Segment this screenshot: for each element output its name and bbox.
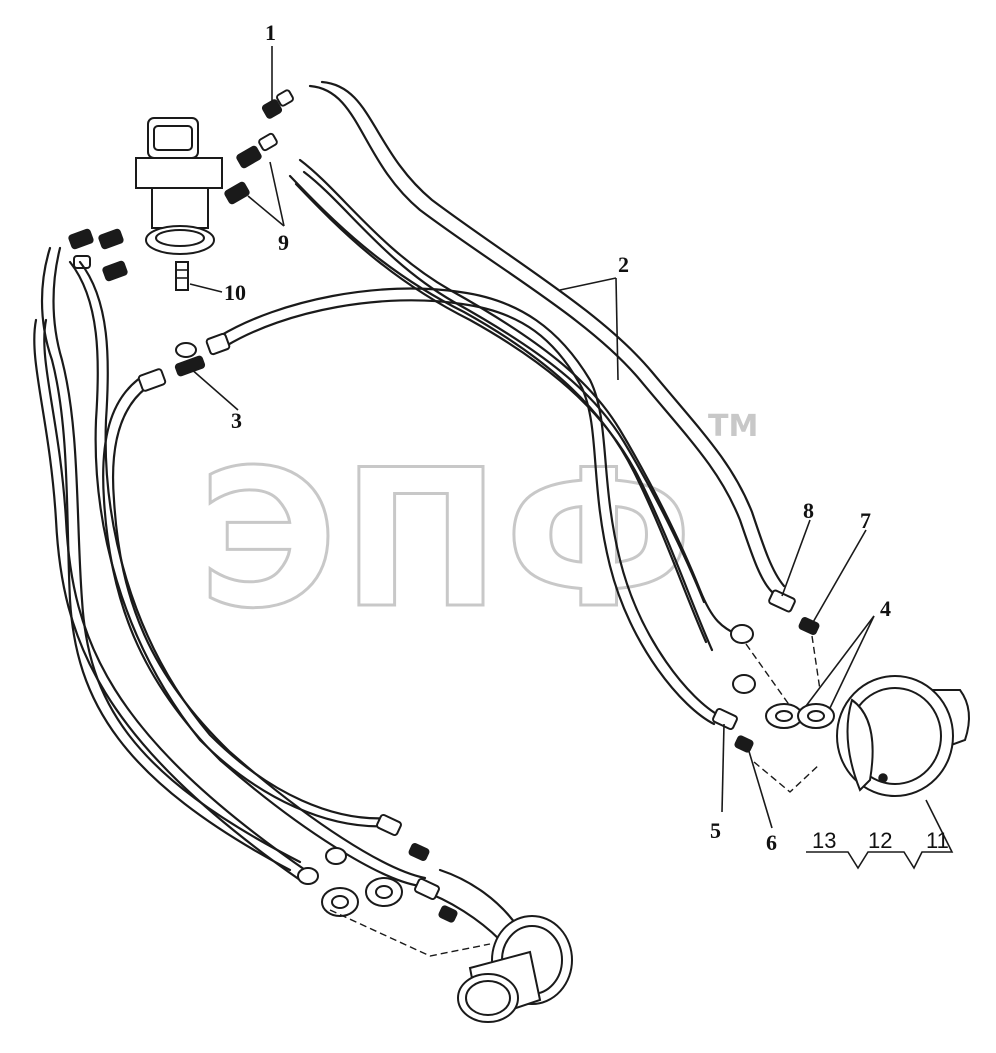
- upper-hose-routing: [218, 80, 786, 726]
- watermark-trademark: TM: [708, 409, 758, 444]
- rotary-joint: [135, 117, 223, 291]
- callout-1: 1: [265, 20, 276, 45]
- callout-9: 9: [278, 230, 289, 255]
- right-fittings: [712, 589, 835, 753]
- watermark: ЭПФ TM: [197, 409, 759, 652]
- tee-fitting: [137, 332, 231, 392]
- callout-labels: 1 2 3 4 5 6 7 8 9 10 11 12 13: [224, 20, 949, 855]
- callout-12: 12: [868, 828, 892, 853]
- callout-13: 13: [812, 828, 836, 853]
- callout-8: 8: [803, 498, 814, 523]
- callout-7: 7: [860, 508, 871, 533]
- left-travel-motor: [457, 915, 573, 1023]
- leader-lines: [189, 46, 954, 870]
- left-bottom-fittings: [297, 813, 458, 923]
- callout-6: 6: [766, 830, 777, 855]
- joint-fittings: [68, 89, 294, 282]
- callout-4: 4: [880, 596, 891, 621]
- callout-10: 10: [224, 280, 246, 305]
- callout-2: 2: [618, 252, 629, 277]
- assembly-dashed-lines: [329, 635, 821, 957]
- callout-3: 3: [231, 408, 242, 433]
- callout-5: 5: [710, 818, 721, 843]
- watermark-text: ЭПФ: [198, 429, 697, 650]
- right-travel-motor: [836, 675, 970, 797]
- callout-11: 11: [926, 828, 949, 853]
